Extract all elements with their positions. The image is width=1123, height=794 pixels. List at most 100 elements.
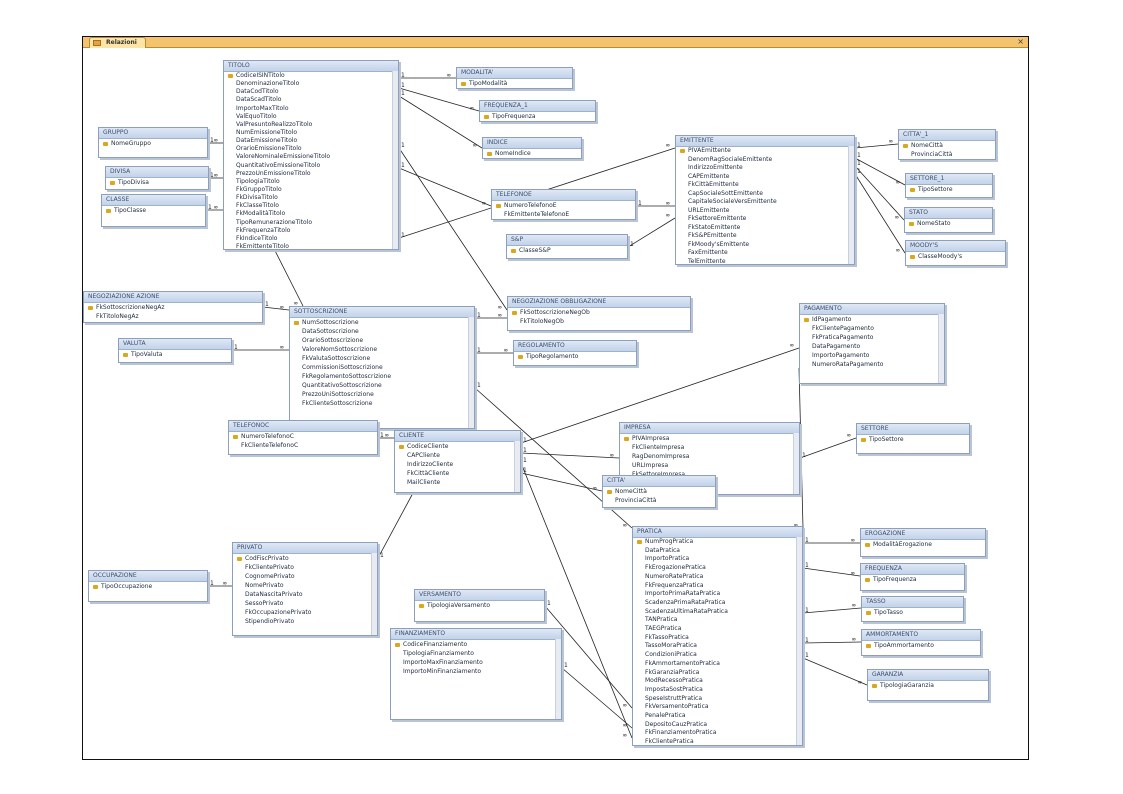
- field[interactable]: DataCodTitolo: [224, 88, 398, 96]
- relationship-line[interactable]: [377, 492, 414, 559]
- table-header[interactable]: MODALITA': [457, 68, 572, 79]
- table-header[interactable]: OCCUPAZIONE: [89, 571, 207, 582]
- relationship-line[interactable]: [627, 217, 676, 248]
- table-header[interactable]: SOTTOSCRIZIONE: [290, 307, 474, 318]
- field[interactable]: ModRecessoPratica: [633, 677, 802, 686]
- table-header[interactable]: TELEFONOE: [492, 190, 635, 201]
- field[interactable]: ImportoPrimaRataPratica: [633, 590, 802, 599]
- field[interactable]: FkClientePrivato: [233, 563, 377, 572]
- field[interactable]: CondizioniPratica: [633, 651, 802, 660]
- primary-key-field[interactable]: TipoFrequenza: [861, 575, 964, 584]
- field[interactable]: FkMoody'sEmittente: [676, 241, 854, 250]
- primary-key-field[interactable]: TipologiaGaranzia: [868, 681, 988, 690]
- field[interactable]: NumeroRataPagamento: [800, 360, 944, 369]
- field[interactable]: FkSettoreImpresa: [620, 470, 799, 479]
- table-header[interactable]: PRIVATO: [233, 543, 377, 554]
- field[interactable]: QuantitativoSottoscrizione: [290, 381, 474, 390]
- field[interactable]: DataPratica: [633, 547, 802, 556]
- table-header[interactable]: TASSO: [862, 597, 963, 608]
- primary-key-field[interactable]: NumSottoscrizione: [290, 318, 474, 327]
- field[interactable]: FkTassoPratica: [633, 634, 802, 643]
- field[interactable]: DataPagamento: [800, 342, 944, 351]
- primary-key-field[interactable]: TipoValuta: [119, 350, 231, 359]
- field[interactable]: DataNascitaPrivato: [233, 590, 377, 599]
- relationship-line[interactable]: [802, 657, 868, 686]
- table-header[interactable]: MOODY'S: [906, 241, 1005, 252]
- table-header[interactable]: PAGAMENTO: [800, 304, 944, 315]
- relationship-line[interactable]: [799, 437, 857, 459]
- field[interactable]: CAPEmittente: [676, 173, 854, 182]
- field[interactable]: URLImpresa: [620, 461, 799, 470]
- primary-key-field[interactable]: NumProgPratica: [633, 538, 802, 547]
- table-header[interactable]: CLASSE: [102, 195, 205, 206]
- field[interactable]: FkClasseTitolo: [224, 202, 398, 210]
- table-header[interactable]: SETTORE_1: [906, 174, 992, 185]
- relationship-line[interactable]: [854, 143, 899, 149]
- primary-key-field[interactable]: ModalitàErogazione: [861, 540, 985, 549]
- field[interactable]: FkSettoreEmittente: [676, 215, 854, 224]
- primary-key-field[interactable]: TipoRegolamento: [514, 352, 636, 361]
- primary-key-field[interactable]: NomeCittà: [899, 141, 995, 150]
- relationship-line[interactable]: [398, 147, 508, 311]
- table-header[interactable]: VERSAMENTO: [415, 590, 544, 601]
- field[interactable]: IndirizzoEmittente: [676, 164, 854, 173]
- field[interactable]: PrezzoUnEmissioneTitolo: [224, 170, 398, 178]
- table-modalita[interactable]: MODALITA'TipoModalità: [456, 67, 573, 89]
- relationship-line[interactable]: [520, 347, 800, 444]
- scrollbar[interactable]: [468, 317, 474, 428]
- primary-key-field[interactable]: CodFiscPrivato: [233, 554, 377, 563]
- field[interactable]: FkOccupazionePrivato: [233, 608, 377, 617]
- field[interactable]: ValPresuntoRealizzoTitolo: [224, 121, 398, 129]
- field[interactable]: DenomRagSocialeEmittente: [676, 156, 854, 165]
- table-header[interactable]: S&P: [507, 235, 627, 246]
- primary-key-field[interactable]: TipoAmmortamento: [862, 641, 980, 650]
- scrollbar[interactable]: [555, 639, 561, 719]
- field[interactable]: CommissioniSottoscrizione: [290, 363, 474, 372]
- field[interactable]: DataScadTitolo: [224, 96, 398, 104]
- primary-key-field[interactable]: NumeroTelefonoE: [492, 201, 635, 210]
- scrollbar[interactable]: [848, 146, 854, 264]
- field[interactable]: DenominazioneTitolo: [224, 80, 398, 88]
- primary-key-field[interactable]: TipoClasse: [102, 206, 205, 215]
- primary-key-field[interactable]: ClasseMoody's: [906, 252, 1005, 261]
- field[interactable]: SessoPrivato: [233, 599, 377, 608]
- scrollbar[interactable]: [392, 71, 398, 249]
- field[interactable]: FkRegolamentoSottoscrizione: [290, 372, 474, 381]
- field[interactable]: FkValutaSottoscrizione: [290, 354, 474, 363]
- field[interactable]: FkCittàCliente: [395, 469, 520, 478]
- field[interactable]: FkFinanziamentoPratica: [633, 729, 802, 738]
- field[interactable]: FkTitoloNegOb: [508, 317, 690, 326]
- relationship-line[interactable]: [398, 167, 492, 207]
- field[interactable]: URLEmittente: [676, 207, 854, 216]
- field[interactable]: FkClientePratica: [633, 738, 802, 747]
- field[interactable]: ValoreNominaleEmissioneTitolo: [224, 153, 398, 161]
- field[interactable]: FkGruppoTitolo: [224, 186, 398, 194]
- relationship-line[interactable]: [854, 157, 906, 186]
- relationship-line[interactable]: [802, 607, 862, 614]
- primary-key-field[interactable]: NomeStato: [905, 219, 992, 228]
- field[interactable]: TAEGPratica: [633, 625, 802, 634]
- field[interactable]: FkGaranziaPratica: [633, 669, 802, 678]
- primary-key-field[interactable]: TipoTasso: [862, 608, 963, 617]
- table-header[interactable]: GARANZIA: [868, 670, 988, 681]
- field[interactable]: MailCliente: [395, 478, 520, 487]
- table-header[interactable]: FREQUENZA: [861, 564, 964, 575]
- scrollbar[interactable]: [371, 553, 377, 635]
- field[interactable]: PenalePratica: [633, 712, 802, 721]
- primary-key-field[interactable]: FkSottoscrizioneNegOb: [508, 308, 690, 317]
- field[interactable]: FkIndiceTitolo: [224, 235, 398, 243]
- primary-key-field[interactable]: TipoFrequenza: [480, 112, 595, 121]
- primary-key-field[interactable]: CodiceCliente: [395, 442, 520, 451]
